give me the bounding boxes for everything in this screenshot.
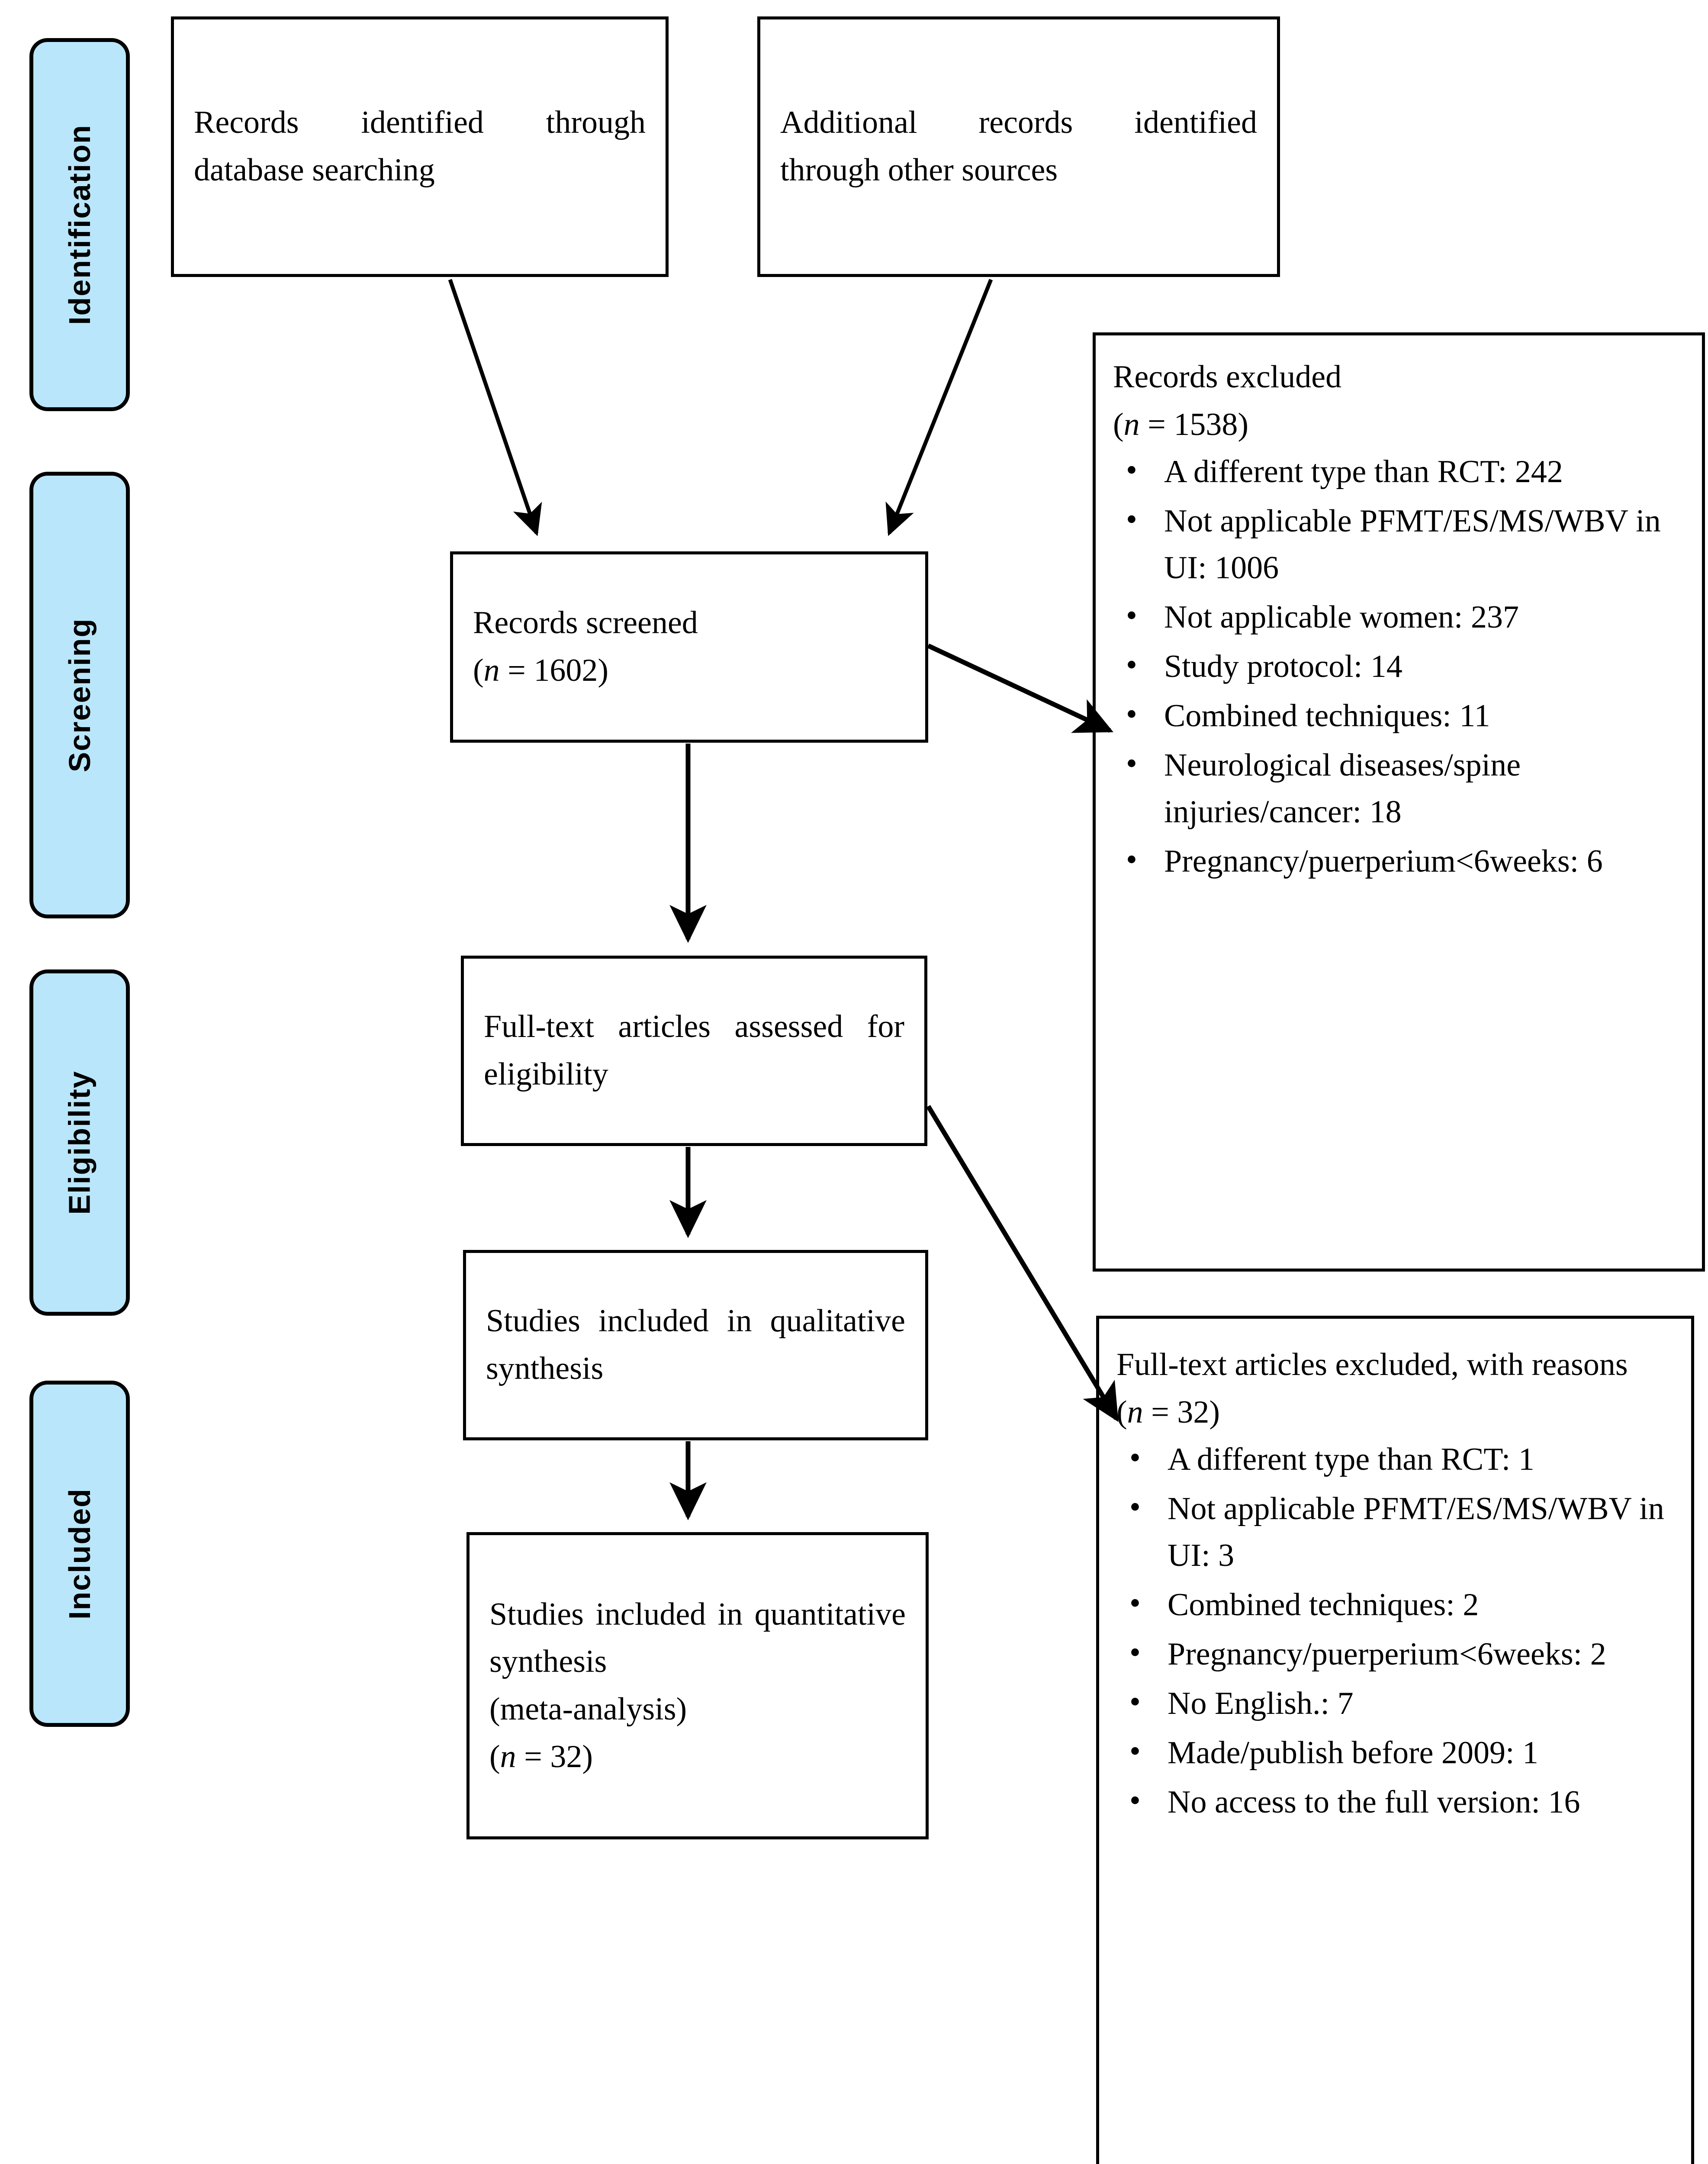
stage-label-eligibility: Eligibility: [63, 1070, 97, 1215]
list-item: Pregnancy/puerperium<6weeks: 2: [1116, 1629, 1679, 1678]
box-additional-records-other-sources-text: Additional records identified through ot…: [780, 105, 1257, 188]
list-item: Made/publish before 2009: 1: [1116, 1728, 1679, 1776]
box-records-excluded-count: (n = 1538): [1113, 406, 1249, 442]
stage-label-included: Included: [63, 1488, 97, 1620]
box-records-identified-database: Records identified through database sear…: [171, 16, 669, 277]
list-item: Not applicable PFMT/ES/MS/WBV in UI: 100…: [1113, 496, 1690, 591]
list-item: Not applicable PFMT/ES/MS/WBV in UI: 3: [1116, 1484, 1679, 1579]
list-item: Not applicable women: 237: [1113, 592, 1690, 641]
records-excluded-reason-list: A different type than RCT: 242 Not appli…: [1113, 447, 1690, 885]
list-item: Combined techniques: 2: [1116, 1580, 1679, 1628]
stage-label-screening: Screening: [63, 618, 97, 773]
box-fulltext-assessed-eligibility-text: Full-text articles assessed for eligibil…: [484, 1009, 904, 1092]
box-studies-quantitative-synthesis: Studies included in quantitative synthes…: [466, 1532, 929, 1839]
box-records-excluded: Records excluded (n = 1538) A different …: [1093, 332, 1705, 1272]
arrow-database-to-screened: [448, 279, 542, 536]
list-item: No English.: 7: [1116, 1678, 1679, 1727]
arrow-screened-to-records-excluded: [927, 644, 1113, 733]
box-records-screened-count: (n = 1602): [473, 653, 609, 688]
list-item: Combined techniques: 11: [1113, 691, 1690, 739]
box-additional-records-other-sources: Additional records identified through ot…: [757, 16, 1280, 277]
box-records-screened: Records screened (n = 1602): [450, 551, 928, 743]
list-item: Pregnancy/puerperium<6weeks: 6: [1113, 836, 1690, 885]
box-fulltext-excluded-count: (n = 32): [1116, 1394, 1220, 1430]
box-records-identified-database-text: Records identified through database sear…: [194, 105, 646, 188]
list-item: No access to the full version: 16: [1116, 1777, 1679, 1826]
box-fulltext-assessed-eligibility: Full-text articles assessed for eligibil…: [461, 956, 927, 1146]
box-studies-quantitative-synthesis-text: Studies included in quantitative synthes…: [489, 1596, 906, 1680]
stage-tab-screening: Screening: [29, 472, 130, 918]
list-item: Study protocol: 14: [1113, 641, 1690, 690]
stage-tab-included: Included: [29, 1381, 130, 1727]
box-studies-quantitative-count: (n = 32): [489, 1739, 593, 1774]
box-studies-quantitative-meta-label: (meta-analysis): [489, 1691, 687, 1727]
list-item: A different type than RCT: 242: [1113, 447, 1690, 495]
box-fulltext-excluded: Full-text articles excluded, with reason…: [1096, 1316, 1694, 2164]
stage-tab-identification: Identification: [29, 38, 130, 411]
box-records-screened-label: Records screened: [473, 605, 698, 641]
stage-tab-eligibility: Eligibility: [29, 969, 130, 1316]
box-records-excluded-heading: Records excluded: [1113, 359, 1342, 395]
arrow-fulltext-to-fulltext-excluded: [926, 1105, 1119, 1422]
fulltext-excluded-reason-list: A different type than RCT: 1 Not applica…: [1116, 1434, 1679, 1826]
box-studies-qualitative-synthesis: Studies included in qualitative synthesi…: [463, 1250, 928, 1440]
box-fulltext-excluded-heading: Full-text articles excluded, with reason…: [1116, 1347, 1628, 1382]
arrow-other-sources-to-screened: [885, 279, 993, 536]
box-studies-qualitative-synthesis-text: Studies included in qualitative synthesi…: [486, 1303, 905, 1386]
list-item: Neurological diseases/spine injuries/can…: [1113, 740, 1690, 835]
stage-label-identification: Identification: [63, 124, 96, 325]
list-item: A different type than RCT: 1: [1116, 1434, 1679, 1483]
